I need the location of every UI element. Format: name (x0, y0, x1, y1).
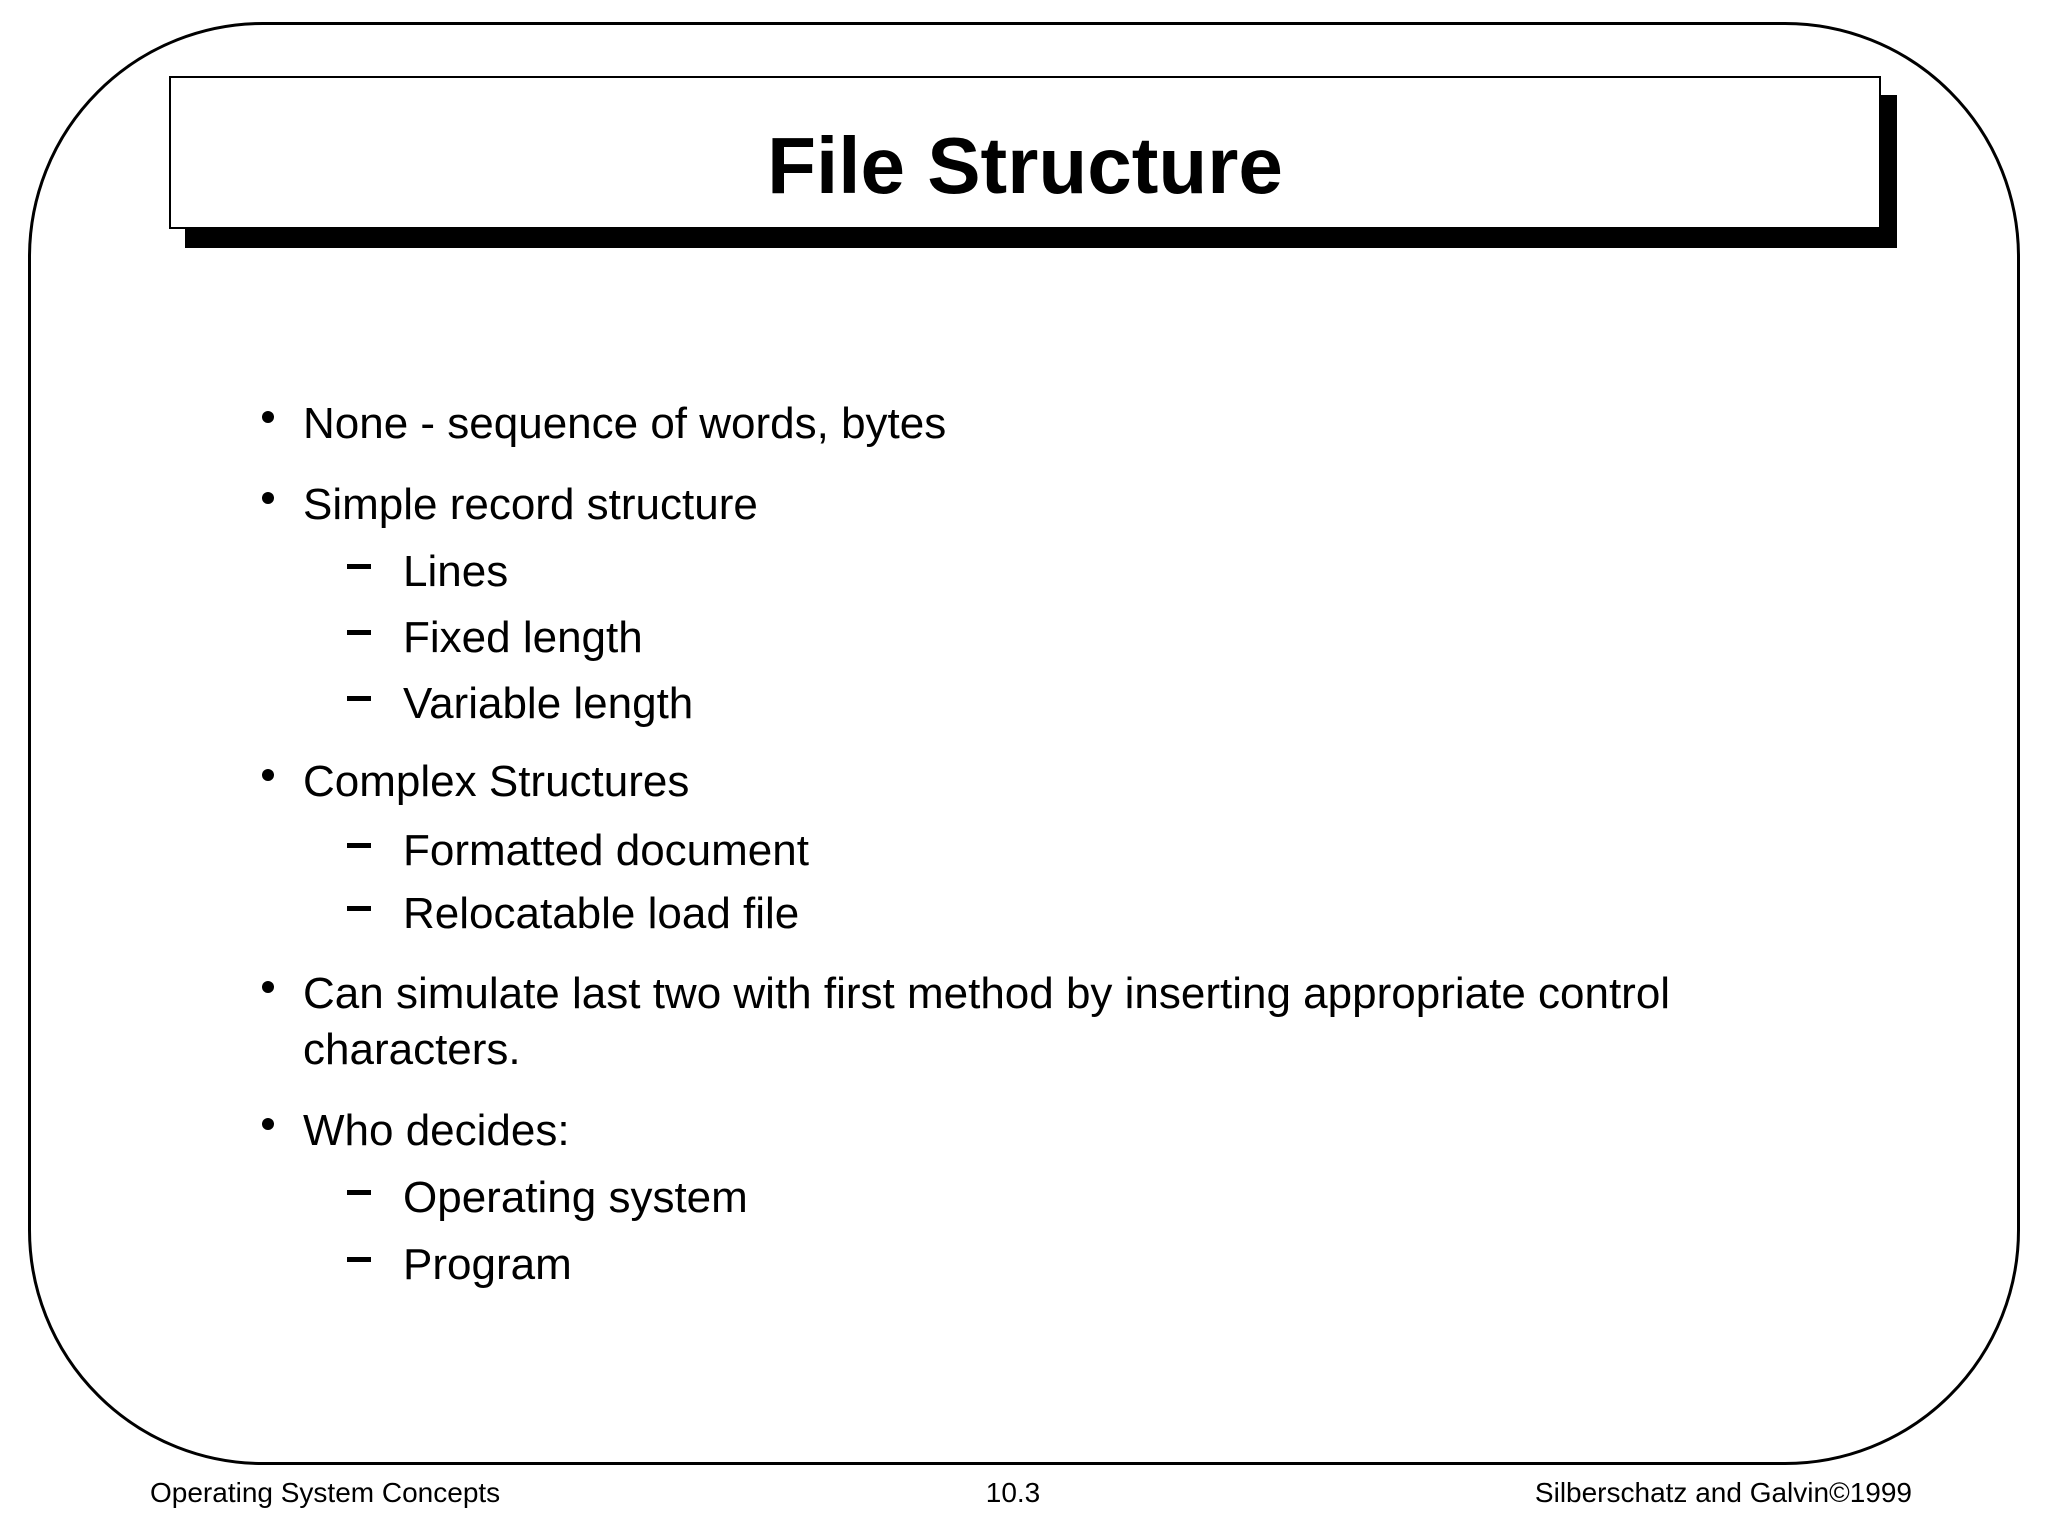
bullet-item: Complex Structures (0, 754, 2048, 810)
footer-page-number: 10.3 (985, 1477, 1041, 1508)
bullet-dot-icon (262, 769, 274, 781)
bullet-item: None - sequence of words, bytes (0, 396, 2048, 452)
sub-bullet-item: Operating system (0, 1170, 2048, 1226)
bullet-item: Who decides: (0, 1103, 2048, 1159)
bullet-text: Formatted document (403, 826, 809, 875)
bullet-text: Who decides: (303, 1106, 570, 1155)
bullet-dash-icon (347, 1190, 371, 1195)
bullet-dash-icon (347, 696, 371, 701)
bullet-text: Relocatable load file (403, 889, 800, 938)
bullet-item: Simple record structure (0, 477, 2048, 533)
bullet-text: Operating system (403, 1173, 748, 1222)
sub-bullet-item: Variable length (0, 676, 2048, 732)
bullet-text: Lines (403, 547, 509, 596)
bullet-item: Can simulate last two with first method … (0, 966, 2048, 1078)
bullet-dot-icon (262, 981, 274, 993)
bullet-dash-icon (347, 630, 371, 635)
bullet-text: Program (403, 1240, 572, 1289)
sub-bullet-item: Lines (0, 544, 2048, 600)
footer-authors: Silberschatz and Galvin©1999 (1534, 1477, 1912, 1508)
slide-title: File Structure (767, 120, 1283, 210)
bullet-text: Complex Structures (303, 757, 690, 806)
footer-book-title: Operating System Concepts (150, 1477, 501, 1508)
bullet-text: Can simulate last two with first method … (303, 969, 1671, 1074)
bullet-dash-icon (347, 906, 371, 911)
sub-bullet-item: Fixed length (0, 610, 2048, 666)
bullet-dash-icon (347, 1257, 371, 1262)
bullet-text: Variable length (403, 679, 694, 728)
bullet-dash-icon (347, 564, 371, 569)
bullet-dot-icon (262, 411, 274, 423)
sub-bullet-item: Relocatable load file (0, 886, 2048, 942)
bullet-dot-icon (262, 1118, 274, 1130)
slide-border (28, 22, 2020, 1465)
bullet-list: None - sequence of words, bytes Simple r… (0, 396, 2048, 1293)
sub-bullet-item: Formatted document (0, 823, 2048, 879)
bullet-text: Simple record structure (303, 480, 758, 529)
bullet-dot-icon (262, 492, 274, 504)
bullet-text: Fixed length (403, 613, 643, 662)
sub-bullet-item: Program (0, 1237, 2048, 1293)
bullet-text: None - sequence of words, bytes (303, 399, 947, 448)
title-box: File Structure (169, 76, 1881, 229)
bullet-dash-icon (347, 843, 371, 848)
